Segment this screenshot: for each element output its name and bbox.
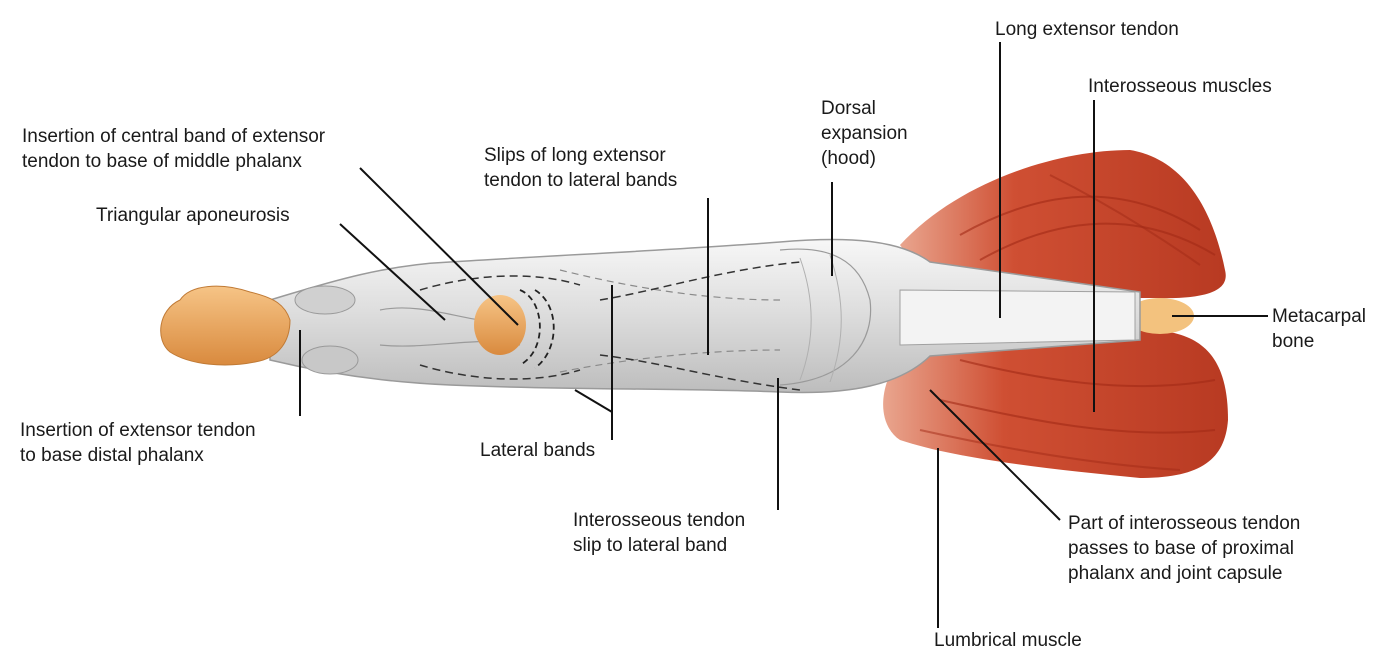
label-interosseous-tendon-slip: Interosseous tendon slip to lateral band	[573, 508, 745, 558]
label-part-interosseous-tendon: Part of interosseous tendon passes to ba…	[1068, 511, 1300, 586]
distal-joint-tendon-lower	[302, 346, 358, 374]
label-insertion-extensor-distal: Insertion of extensor tendon to base dis…	[20, 418, 256, 468]
distal-phalanx-bone	[161, 286, 290, 365]
label-triangular-aponeurosis: Triangular aponeurosis	[96, 203, 290, 228]
label-lumbrical-muscle: Lumbrical muscle	[934, 628, 1082, 653]
label-interosseous-muscles: Interosseous muscles	[1088, 74, 1272, 99]
distal-joint-tendon	[295, 286, 355, 314]
label-slips-long-extensor: Slips of long extensor tendon to lateral…	[484, 143, 677, 193]
label-dorsal-expansion: Dorsal expansion (hood)	[821, 96, 908, 171]
label-long-extensor-tendon: Long extensor tendon	[995, 17, 1179, 42]
label-lateral-bands: Lateral bands	[480, 438, 595, 463]
label-metacarpal-bone: Metacarpal bone	[1272, 304, 1366, 354]
label-insertion-central-band: Insertion of central band of extensor te…	[22, 124, 325, 174]
middle-phalanx-base	[474, 295, 526, 355]
